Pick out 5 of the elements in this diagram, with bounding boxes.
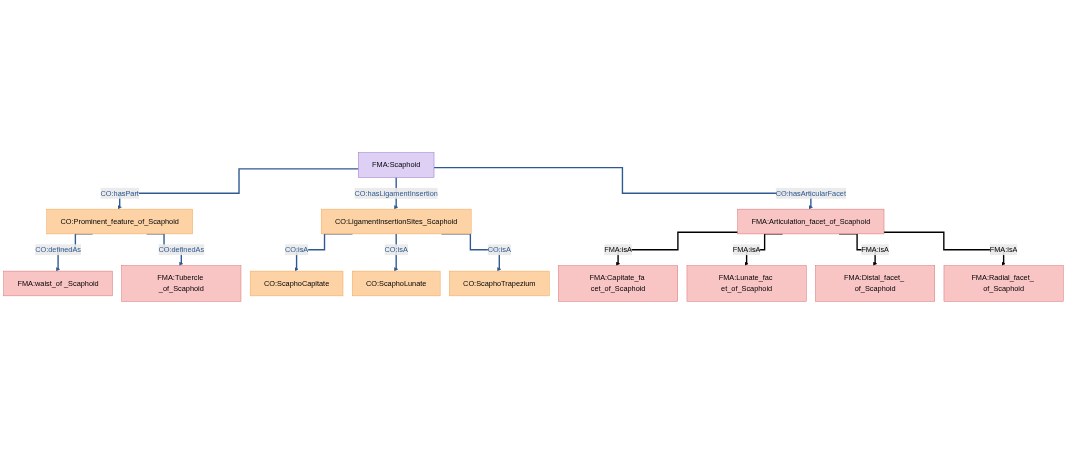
arrow (883, 232, 1006, 267)
arrow (394, 233, 399, 272)
arrow (117, 168, 359, 210)
arrow (616, 232, 739, 267)
arrow (433, 167, 813, 210)
